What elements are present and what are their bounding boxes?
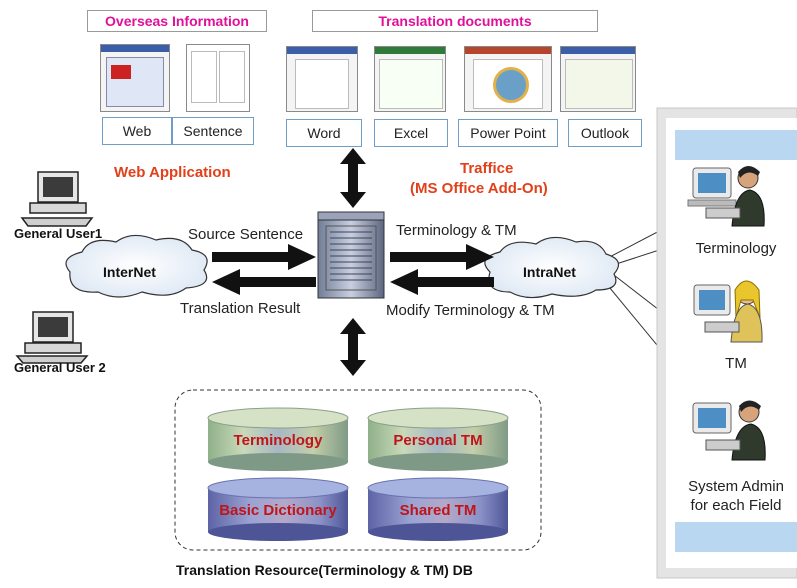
arrow-result-left [212,269,316,295]
header-translation-documents: Translation documents [312,10,598,32]
arrow-modify-left [390,269,494,295]
role-admin-label-line2: for each Field [690,497,782,514]
db-basic-dictionary-label: Basic Dictionary [219,502,337,519]
arrow-source-right [212,244,316,270]
role-terminology-label: Terminology [695,240,777,257]
role-tm-label: TM [725,355,747,372]
cylinder-shared-tm [367,477,509,541]
server-icon [317,211,385,299]
traffice-title: Traffice [460,160,514,177]
source-sentence-label: Source Sentence [188,226,304,243]
intranet-cloud [484,236,620,299]
outlook-thumbnail [560,46,636,112]
arrow-vertical-top [340,148,366,208]
arrow-vertical-bottom [340,318,366,376]
label-sentence: Sentence [172,117,254,145]
arrows [212,148,494,376]
cylinder-basic-dictionary [207,477,349,541]
person-icon-tm [693,280,763,343]
label-powerpoint: Power Point [458,119,558,147]
intranet-label: IntraNet [523,264,576,280]
label-word: Word [286,119,362,147]
web-application-title: Web Application [114,164,231,181]
computer-icon-user1 [20,171,94,227]
db-terminology-label: Terminology [233,432,323,449]
excel-thumbnail [374,46,446,112]
powerpoint-thumbnail [464,46,552,112]
word-thumbnail [286,46,358,112]
cylinder-terminology [207,407,349,471]
cylinder-personal-tm [367,407,509,471]
translation-result-label: Translation Result [180,300,301,317]
general-user2-label: General User 2 [14,360,106,375]
label-outlook: Outlook [568,119,642,147]
internet-label: InterNet [103,264,156,280]
arrow-terms-right [390,244,494,270]
web-thumbnail [100,44,170,112]
label-excel: Excel [374,119,448,147]
db-caption: Translation Resource(Terminology & TM) D… [176,562,473,578]
label-web: Web [102,117,172,145]
header-overseas-information: Overseas Information [87,10,267,32]
person-icon-terminology [687,166,765,227]
computer-icon-user2 [15,311,89,364]
internet-cloud [65,234,208,298]
terminology-tm-label: Terminology & TM [396,222,517,239]
db-personal-tm-label: Personal TM [393,432,483,449]
traffice-subtitle: (MS Office Add-On) [410,180,548,197]
general-user1-label: General User1 [14,226,103,241]
sentence-thumbnail [186,44,250,112]
db-shared-tm-label: Shared TM [399,502,477,519]
modify-terminology-tm-label: Modify Terminology & TM [386,302,555,319]
person-icon-admin [692,400,766,461]
role-admin-label-line1: System Admin [688,478,784,495]
